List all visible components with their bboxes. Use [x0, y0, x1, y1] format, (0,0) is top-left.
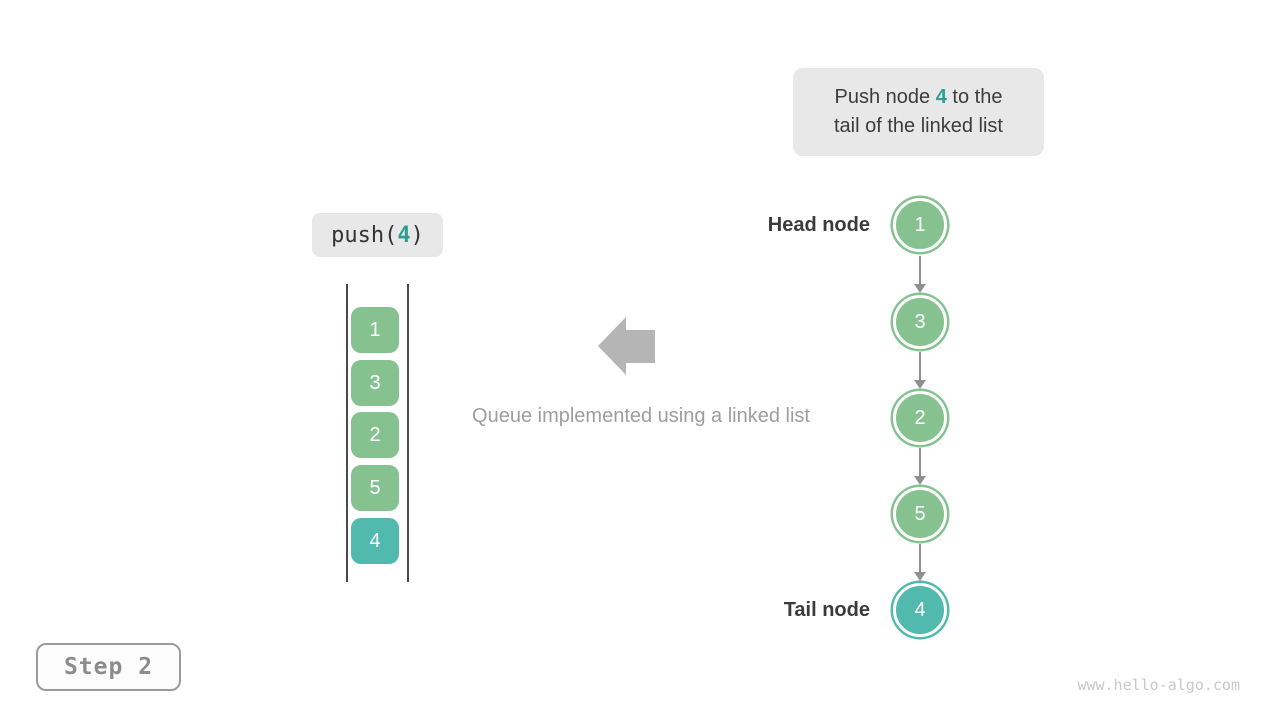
- list-node: 1: [893, 198, 947, 252]
- list-node: 5: [893, 487, 947, 541]
- list-node: 3: [893, 295, 947, 349]
- arrow-down-icon: [914, 352, 925, 389]
- callout-line2: tail of the linked list: [834, 115, 1003, 137]
- operation-chip: push(4): [312, 213, 443, 257]
- callout-highlight-value: 4: [935, 86, 947, 108]
- head-node-label: Head node: [767, 214, 870, 236]
- list-node-tail: 4: [893, 583, 947, 637]
- left-block-arrow-icon: [598, 317, 655, 375]
- diagram-caption: Queue implemented using a linked list: [472, 405, 810, 427]
- queue-item: 5: [351, 465, 399, 511]
- queue-item-new: 4: [351, 518, 399, 564]
- queue-item: 2: [351, 412, 399, 458]
- step-badge: Step 2: [36, 643, 181, 691]
- queue-item: 1: [351, 307, 399, 353]
- callout-text: Push node: [834, 86, 936, 108]
- arrow-down-icon: [914, 256, 925, 293]
- arrow-down-icon: [914, 448, 925, 485]
- tail-node-label: Tail node: [783, 599, 870, 621]
- operation-arg: 4: [397, 222, 411, 248]
- list-node: 2: [893, 391, 947, 445]
- operation-suffix: ): [410, 222, 424, 248]
- queue-rail-left: [346, 284, 348, 582]
- operation-prefix: push(: [331, 222, 398, 248]
- callout-text-suffix: to the: [946, 86, 1003, 108]
- queue-rail-right: [407, 284, 409, 582]
- queue-item: 3: [351, 360, 399, 406]
- arrow-down-icon: [914, 544, 925, 581]
- callout-bubble: Push node 4 to the tail of the linked li…: [793, 68, 1044, 156]
- site-watermark: www.hello-algo.com: [1077, 676, 1240, 694]
- callout-line1: Push node 4 to the: [835, 83, 1003, 112]
